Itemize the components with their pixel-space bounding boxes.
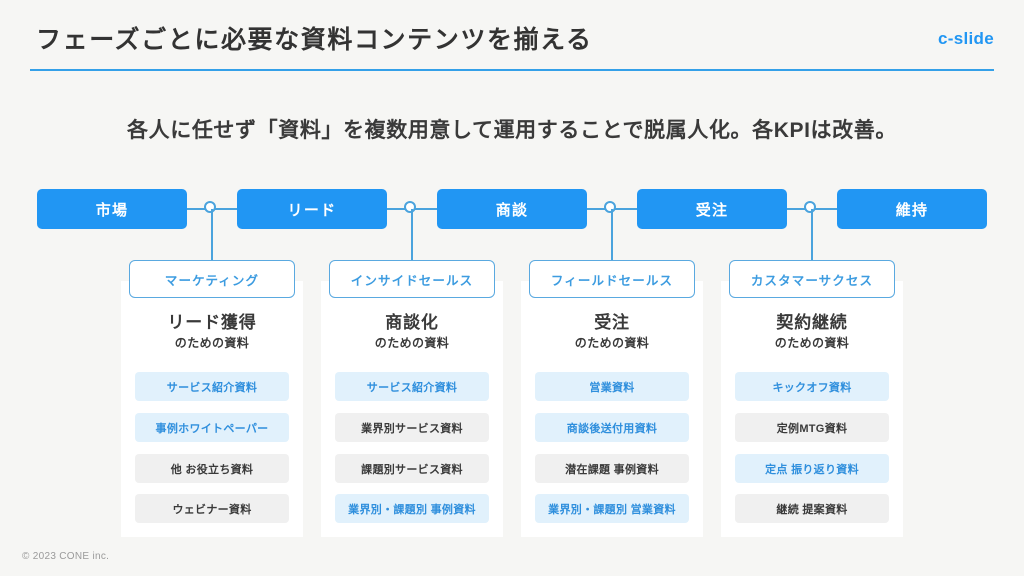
document-chip: 商談後送付用資料 bbox=[535, 413, 689, 442]
column-heading-sub: のための資料 bbox=[174, 336, 250, 350]
document-chip: 継続 提案資料 bbox=[735, 494, 889, 523]
connector-drop-line-4 bbox=[811, 209, 813, 271]
connector-drop-line-2 bbox=[411, 209, 413, 271]
column-heading-lead: リード獲得 のための資料 bbox=[121, 312, 303, 352]
role-box-marketing: マーケティング bbox=[129, 260, 295, 298]
column-heading-main: 商談化 bbox=[385, 313, 439, 332]
slide-subtitle: 各人に任せず「資料」を複数用意して運用することで脱属人化。各KPIは改善。 bbox=[127, 119, 897, 142]
role-box-field-sales: フィールドセールス bbox=[529, 260, 695, 298]
document-chip: サービス紹介資料 bbox=[335, 372, 489, 401]
phase-bar-order: 受注 bbox=[637, 189, 787, 229]
document-chip: ウェビナー資料 bbox=[135, 494, 289, 523]
document-chip: キックオフ資料 bbox=[735, 372, 889, 401]
slide-header: フェーズごとに必要な資料コンテンツを揃える c-slide bbox=[0, 0, 1024, 72]
phase-bar-market: 市場 bbox=[37, 189, 187, 229]
role-box-inside-sales: インサイドセールス bbox=[329, 260, 495, 298]
document-chip: サービス紹介資料 bbox=[135, 372, 289, 401]
phase-bar-negotiation: 商談 bbox=[437, 189, 587, 229]
header-divider bbox=[30, 69, 994, 71]
document-chip: 定例MTG資料 bbox=[735, 413, 889, 442]
connector-drop-line-1 bbox=[211, 209, 213, 271]
document-chip: 課題別サービス資料 bbox=[335, 454, 489, 483]
column-heading-sub: のための資料 bbox=[774, 336, 850, 350]
column-heading-sub: のための資料 bbox=[574, 336, 650, 350]
connector-drop-line-3 bbox=[611, 209, 613, 271]
page-title: フェーズごとに必要な資料コンテンツを揃える bbox=[36, 26, 593, 54]
document-chip: 事例ホワイトペーパー bbox=[135, 413, 289, 442]
column-heading-retention: 契約継続 のための資料 bbox=[721, 312, 903, 352]
document-chip: 業界別・課題別 営業資料 bbox=[535, 494, 689, 523]
phase-bar-retention: 維持 bbox=[837, 189, 987, 229]
document-chip: 営業資料 bbox=[535, 372, 689, 401]
document-chip: 業界別・課題別 事例資料 bbox=[335, 494, 489, 523]
connector-node-icon bbox=[404, 201, 416, 213]
column-heading-main: リード獲得 bbox=[167, 313, 257, 332]
column-heading-main: 契約継続 bbox=[776, 313, 848, 332]
connector-node-icon bbox=[204, 201, 216, 213]
brand-logo: c-slide bbox=[938, 29, 994, 48]
connector-node-icon bbox=[804, 201, 816, 213]
column-heading-main: 受注 bbox=[594, 313, 630, 332]
document-chip: 定点 振り返り資料 bbox=[735, 454, 889, 483]
role-box-customer-success: カスタマーサクセス bbox=[729, 260, 895, 298]
document-chip: 業界別サービス資料 bbox=[335, 413, 489, 442]
document-chip: 潜在課題 事例資料 bbox=[535, 454, 689, 483]
phase-bar-lead: リード bbox=[237, 189, 387, 229]
connector-node-icon bbox=[604, 201, 616, 213]
column-heading-order: 受注 のための資料 bbox=[521, 312, 703, 352]
column-heading-negotiation: 商談化 のための資料 bbox=[321, 312, 503, 352]
copyright-footer: © 2023 CONE inc. bbox=[22, 551, 110, 562]
column-heading-sub: のための資料 bbox=[374, 336, 450, 350]
document-chip: 他 お役立ち資料 bbox=[135, 454, 289, 483]
phase-bar-row: 市場 リード 商談 受注 維持 bbox=[0, 189, 1024, 231]
